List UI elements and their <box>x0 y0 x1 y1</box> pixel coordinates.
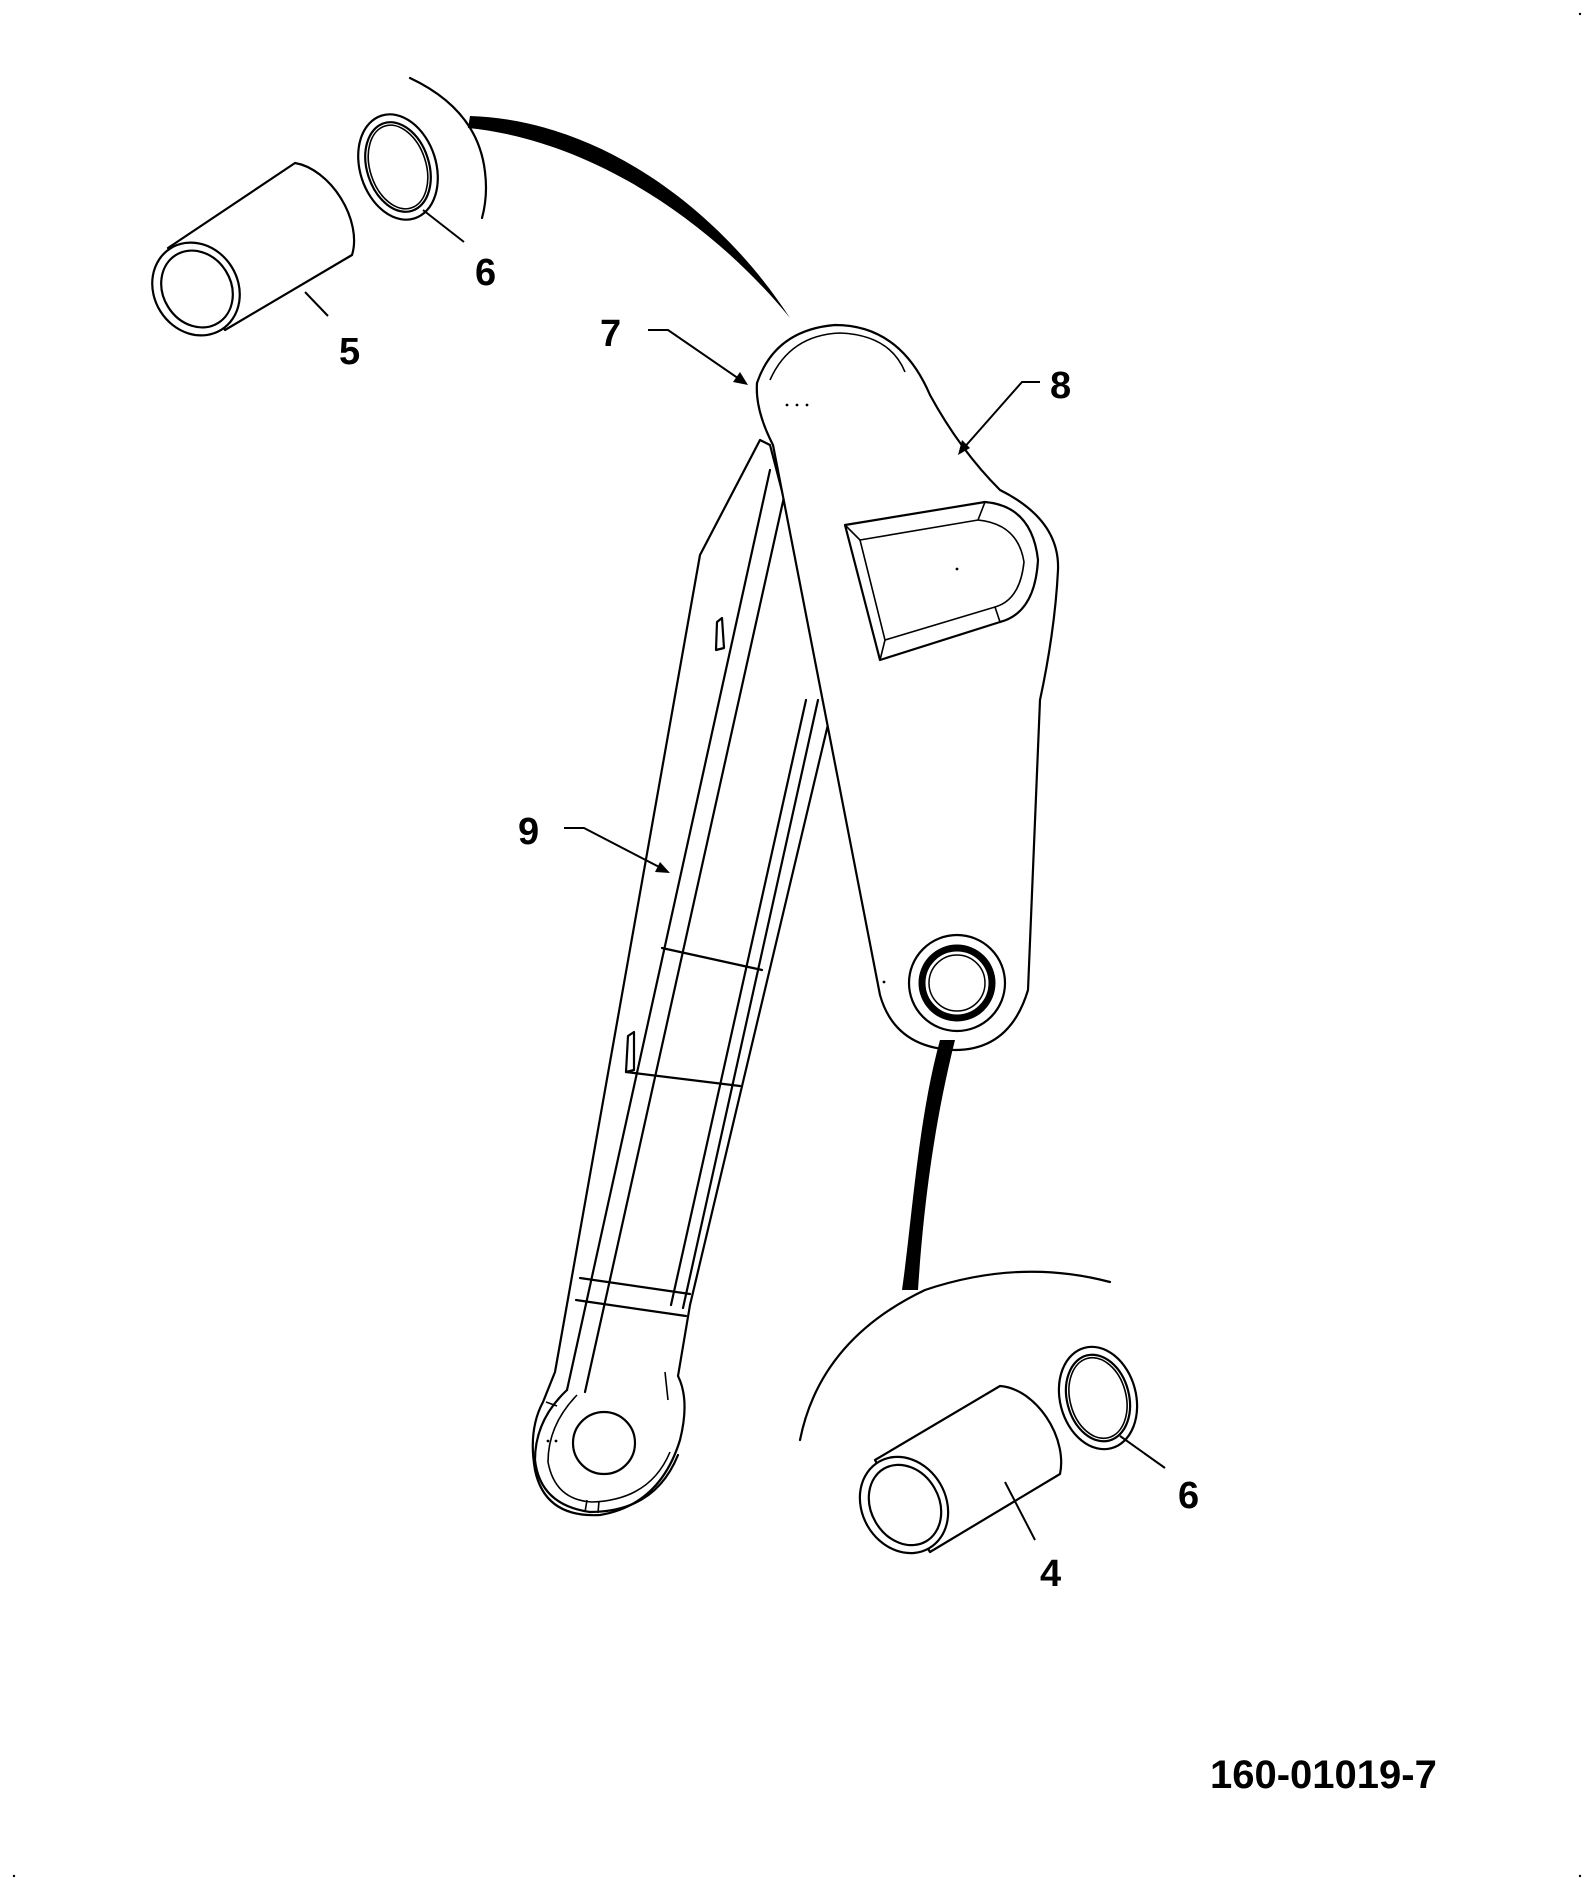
callout-6-bottom: 6 <box>1178 1475 1199 1517</box>
leader-lines <box>304 209 1166 1541</box>
bushing-5 <box>151 161 356 337</box>
washer-6-top <box>357 113 439 221</box>
document-number: 160-01019-7 <box>1210 1753 1437 1797</box>
callout-4: 4 <box>1040 1553 1061 1595</box>
lever-8 <box>755 323 1060 1052</box>
callout-9: 9 <box>518 811 539 853</box>
link-9 <box>531 438 837 1517</box>
callout-7: 7 <box>600 313 621 355</box>
washer-6-bottom <box>1057 1345 1139 1451</box>
detail-arc-top <box>408 76 790 318</box>
callout-8: 8 <box>1050 365 1071 407</box>
corner-marks <box>12 12 1582 1878</box>
callout-5: 5 <box>339 331 360 373</box>
callout-labels: 5 6 7 8 9 6 4 <box>339 252 1199 1595</box>
detail-arc-bottom <box>798 1040 1112 1442</box>
bushing-4 <box>858 1384 1063 1555</box>
callout-6-top: 6 <box>475 252 496 294</box>
